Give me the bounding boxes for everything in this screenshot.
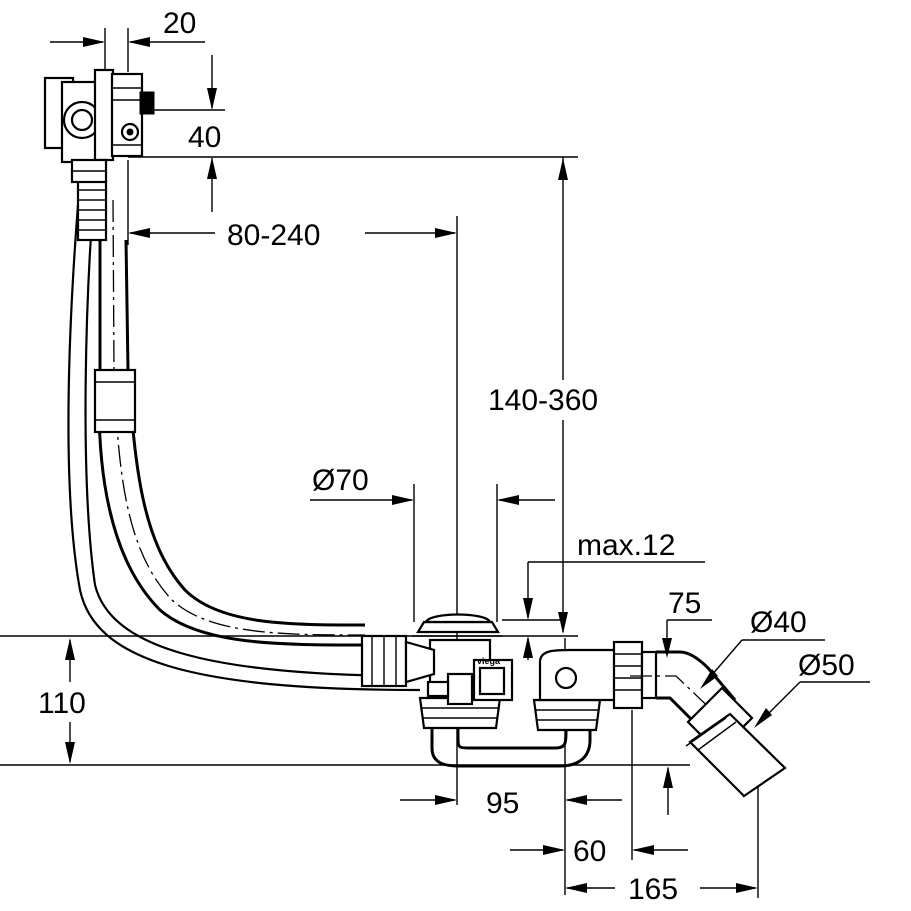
outlet-pipe bbox=[630, 650, 787, 798]
dim-diameter-70: Ø70 bbox=[312, 464, 369, 497]
trap bbox=[430, 640, 658, 768]
dim-75: 75 bbox=[668, 587, 701, 620]
dim-110: 110 bbox=[38, 687, 86, 720]
overflow-head bbox=[43, 68, 155, 184]
dim-diameter-50: Ø50 bbox=[798, 649, 855, 682]
dim-diameter-40: Ø40 bbox=[750, 606, 807, 639]
overflow-pipe bbox=[93, 199, 366, 647]
dim-95: 95 bbox=[486, 787, 519, 820]
dim-80-240: 80-240 bbox=[227, 219, 320, 252]
brand-mark: viega bbox=[477, 656, 501, 666]
drain-assembly: viega bbox=[360, 613, 514, 730]
dim-165: 165 bbox=[628, 873, 678, 906]
dimension-labels: 20 40 80-240 140-360 Ø70 max.12 75 Ø40 Ø… bbox=[38, 7, 855, 906]
dim-max-12: max.12 bbox=[577, 529, 675, 562]
dim-20: 20 bbox=[163, 7, 196, 40]
dim-140-360: 140-360 bbox=[488, 384, 598, 417]
flexible-hose bbox=[67, 178, 421, 692]
dim-40: 40 bbox=[188, 121, 221, 154]
dim-60: 60 bbox=[573, 835, 606, 868]
